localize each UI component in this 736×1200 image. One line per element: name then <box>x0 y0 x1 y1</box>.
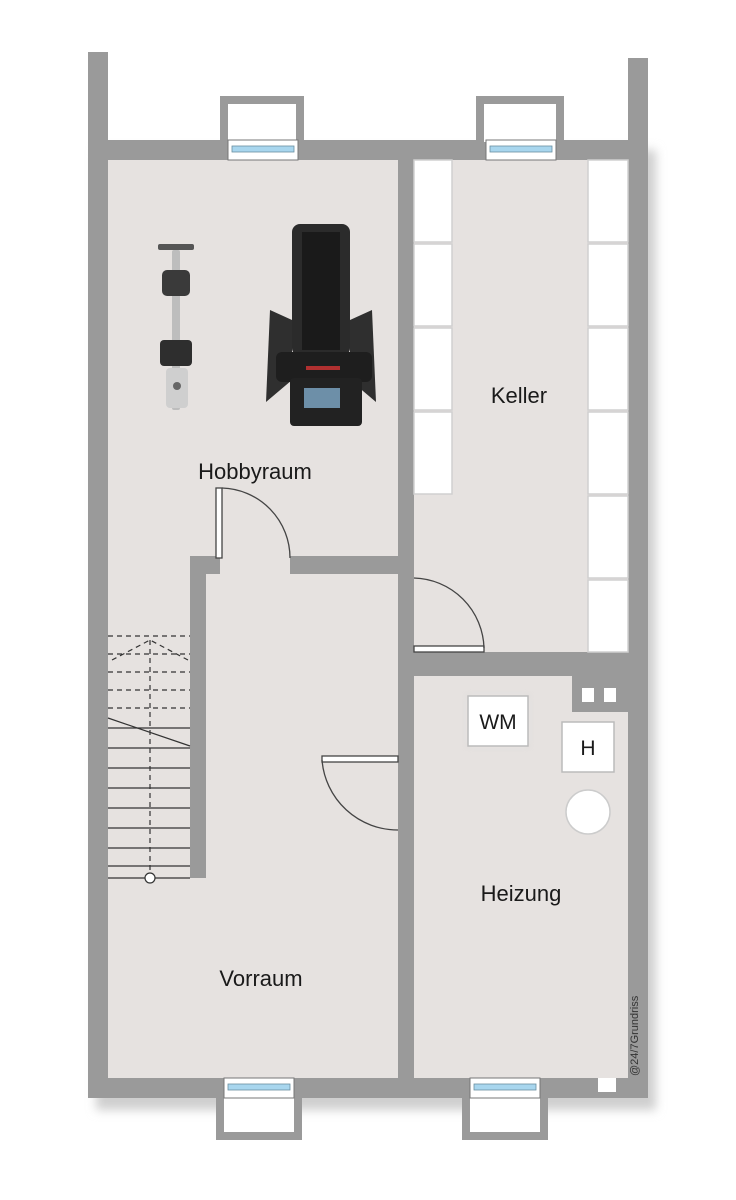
room-label-vorraum: Vorraum <box>219 966 302 991</box>
chimney-flue-2 <box>604 688 616 702</box>
heater-label: H <box>580 737 595 760</box>
chimney-flue-1 <box>582 688 594 702</box>
credit-text: @24/7Grundriss <box>629 995 641 1076</box>
keller-shelf-right <box>587 159 629 653</box>
heater: H <box>561 721 615 773</box>
washing-machine: WM <box>467 695 529 747</box>
rowing-machine-icon <box>158 244 194 410</box>
floor-areas <box>108 160 628 1078</box>
window-top-left <box>220 96 304 161</box>
boiler-tank <box>565 789 611 835</box>
washing-machine-label: WM <box>479 711 516 734</box>
wall-stub-right-top <box>628 58 648 152</box>
window-top-right <box>476 96 564 161</box>
room-label-hobbyraum: Hobbyraum <box>198 459 312 484</box>
door-hobbyraum <box>215 487 291 559</box>
interior-walls <box>190 160 648 1078</box>
window-bottom-right <box>462 1077 548 1140</box>
treadmill-icon <box>266 224 376 426</box>
door-heizung <box>321 755 399 831</box>
room-label-heizung: Heizung <box>481 881 562 906</box>
drain-square <box>598 1078 616 1092</box>
door-keller <box>413 577 485 653</box>
wall-stub-left-top <box>88 52 108 152</box>
window-bottom-left <box>216 1077 302 1140</box>
keller-shelf-left <box>413 159 453 495</box>
room-label-keller: Keller <box>491 383 547 408</box>
staircase <box>107 635 191 884</box>
